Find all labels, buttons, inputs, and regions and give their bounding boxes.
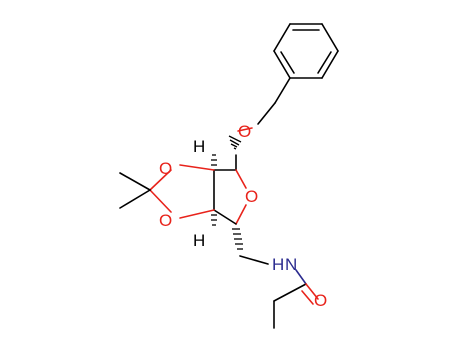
atom-o-dioxolane-top: O bbox=[159, 159, 172, 178]
acetamide-chain bbox=[239, 255, 319, 329]
hashed-bond-c1-o bbox=[228, 135, 242, 150]
atom-o-benzyloxy: O bbox=[238, 122, 251, 141]
atom-n-amide: N bbox=[285, 255, 297, 274]
benzene-ring bbox=[273, 23, 339, 79]
hashed-bond-c4-ch2 bbox=[232, 228, 243, 250]
stereo-h-top bbox=[211, 154, 217, 166]
dioxolane-ring bbox=[119, 164, 215, 219]
atom-o-carbonyl: O bbox=[314, 291, 327, 310]
benzyl-linker bbox=[237, 77, 291, 132]
atom-o-dioxolane-bottom: O bbox=[159, 211, 172, 230]
atom-o-ring: O bbox=[245, 187, 258, 206]
atom-h-ring-top: H bbox=[193, 137, 205, 156]
atom-h-ring-bottom: H bbox=[193, 231, 205, 250]
atom-h-amide: H bbox=[272, 255, 284, 274]
furanose-ring bbox=[213, 154, 247, 225]
stereo-h-bottom bbox=[211, 214, 217, 226]
